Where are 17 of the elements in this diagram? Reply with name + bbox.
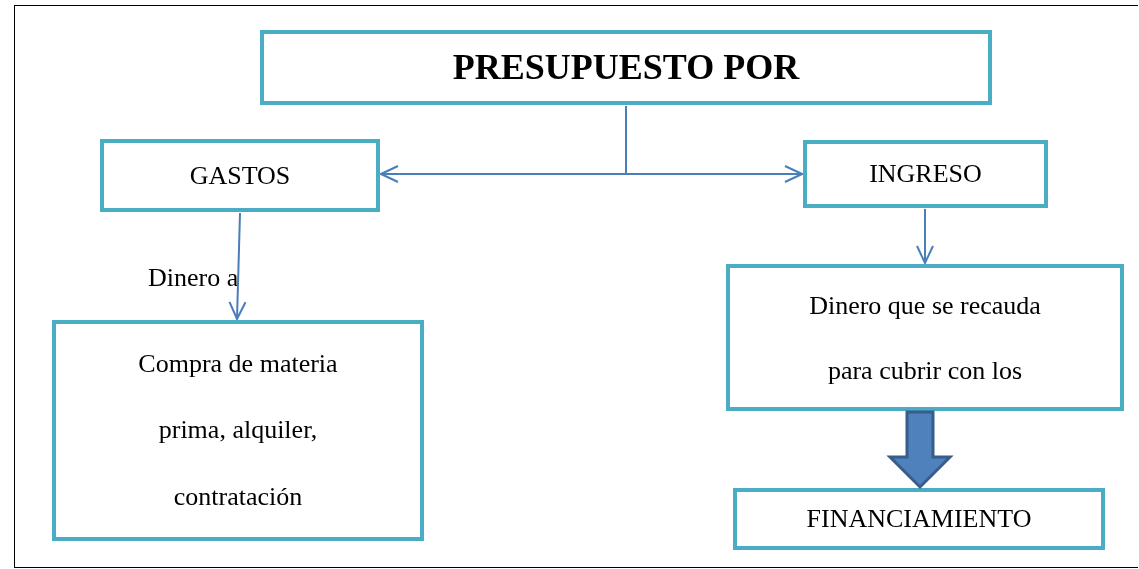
process-box (260, 30, 992, 105)
block-arrow (886, 410, 954, 490)
process-box (726, 264, 1124, 411)
process-box (52, 320, 424, 541)
edge-label: Dinero a (148, 263, 239, 293)
box-text: FINANCIAMIENTO (806, 503, 1032, 535)
process-box (803, 140, 1048, 208)
box-text: Dinero que se recauda para cubrir con los (808, 289, 1042, 387)
arrow (228, 212, 247, 320)
arrow (916, 208, 934, 264)
box-text: Compra de materia prima, alquiler, contratación (137, 348, 339, 513)
box-text: GASTOS (189, 159, 291, 192)
process-box (733, 488, 1105, 550)
process-box (100, 139, 380, 212)
arrow (625, 105, 803, 183)
box-text: PRESUPUESTO POR (452, 45, 800, 89)
box-text: INGRESO (869, 158, 982, 190)
